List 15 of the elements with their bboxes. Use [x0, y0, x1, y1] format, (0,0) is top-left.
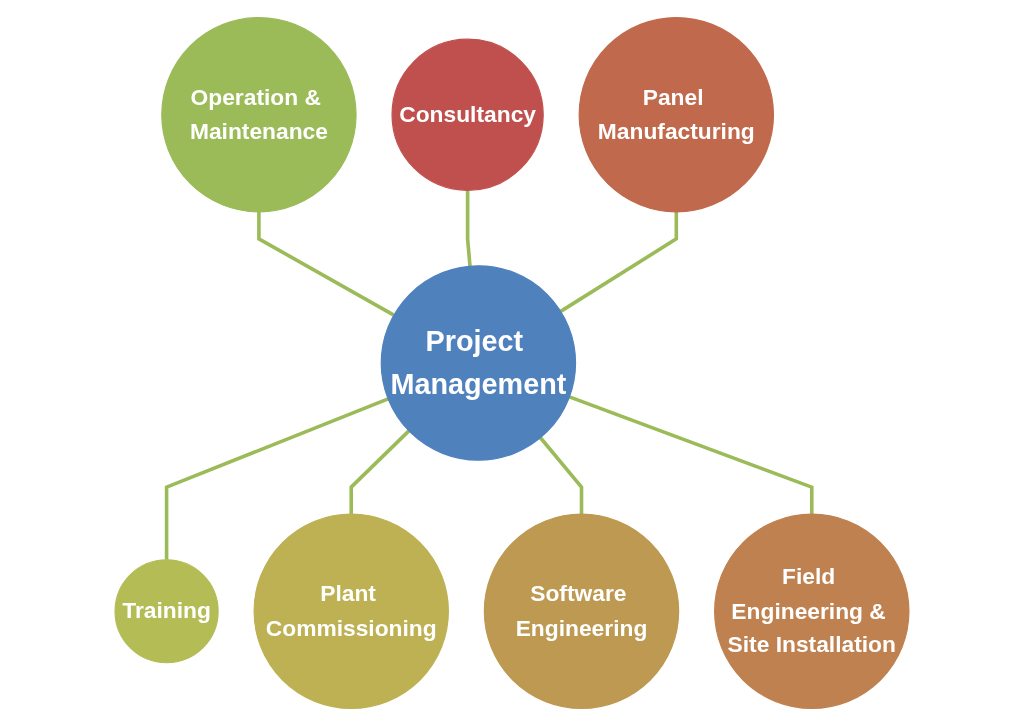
node-circle: Panel Manufacturing — [578, 17, 775, 213]
node-circle: Plant Commissioning — [253, 513, 449, 709]
connector — [559, 211, 679, 313]
node-circle: Field Engineering & Site Installation — [714, 513, 910, 709]
connector — [465, 190, 472, 267]
node-circle: Operation & Maintenance — [161, 17, 357, 213]
connector — [164, 397, 389, 560]
node-circle: Consultancy — [391, 38, 544, 191]
connector — [539, 436, 584, 515]
connector — [568, 395, 814, 515]
node-circle: Training — [114, 559, 219, 664]
node-circle: Software Engineering — [483, 513, 680, 709]
connector — [257, 211, 395, 317]
connector — [349, 429, 411, 515]
node-circle: Project Management — [380, 265, 577, 461]
